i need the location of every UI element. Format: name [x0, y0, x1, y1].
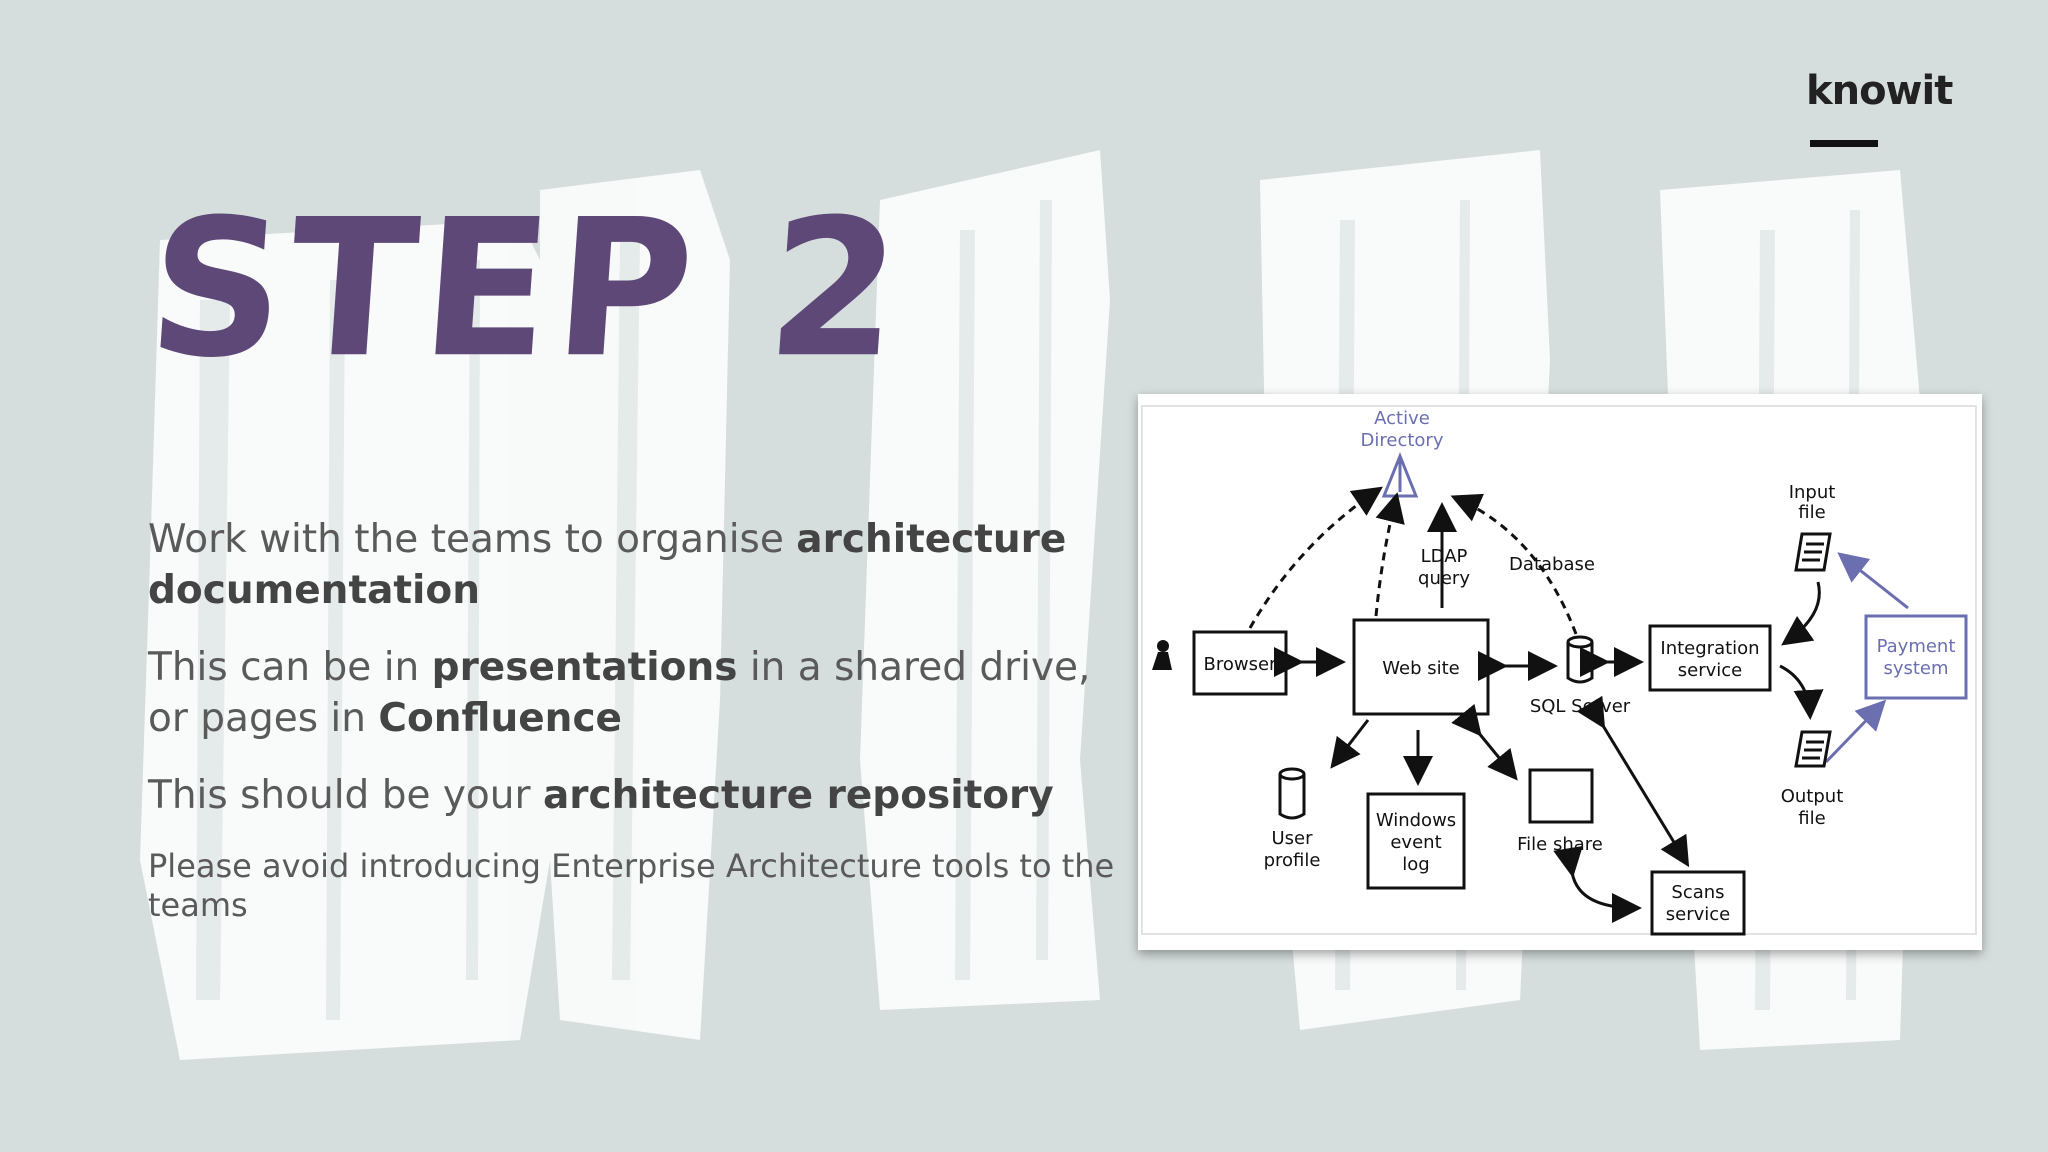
- windows-event-log-label: log: [1402, 854, 1429, 875]
- slide-body: Work with the teams to organise architec…: [148, 514, 1118, 951]
- input-file-label: file: [1798, 502, 1825, 523]
- logo-underline: [1810, 140, 1878, 147]
- integration-service-box: [1648, 624, 1772, 692]
- web-userprofile-arrow: [1330, 719, 1370, 769]
- windows-event-log-label: Windows: [1376, 810, 1456, 831]
- database-label: Database: [1509, 554, 1595, 575]
- architecture-diagram-card: Active Directory LDAP query Database Inp…: [1138, 394, 1982, 950]
- text-run: This can be in: [148, 645, 432, 690]
- paragraph-1: Work with the teams to organise architec…: [148, 514, 1118, 616]
- file-share-box: [1528, 768, 1594, 824]
- ldap-label: LDAP: [1421, 546, 1468, 567]
- dashed-arrow: [1248, 486, 1383, 629]
- scans-service-box: [1650, 870, 1746, 936]
- paragraph-3: This should be your architecture reposit…: [148, 770, 1118, 821]
- browser-label: Browser: [1204, 654, 1278, 675]
- payment-input-arrow: [1837, 552, 1909, 610]
- slide-title: STEP 2: [142, 177, 913, 400]
- user-profile-label: profile: [1264, 850, 1321, 871]
- active-directory-label: Active: [1374, 408, 1430, 429]
- text-run: This should be your: [148, 773, 543, 818]
- windows-event-log-label: event: [1390, 832, 1441, 853]
- windows-event-log-box: [1366, 792, 1466, 890]
- input-file-icon: [1794, 532, 1832, 572]
- text-run: Work with the teams to organise: [148, 517, 797, 562]
- knowit-logo: knowit: [1806, 68, 1953, 114]
- integration-service-label: service: [1678, 660, 1742, 681]
- sql-server-label: SQL Server: [1530, 696, 1631, 717]
- integration-output-arrow: [1779, 664, 1824, 720]
- integration-service-label: Integration: [1660, 638, 1759, 659]
- web-fileshare-arrow: [1451, 703, 1518, 781]
- sql-scans-arrow: [1576, 695, 1690, 868]
- user-head-icon: [1157, 640, 1169, 652]
- paragraph-2: This can be in presentations in a shared…: [148, 642, 1118, 744]
- bold-run: architecture documentation: [148, 517, 1067, 613]
- text-run: in a shared drive, or pages in: [148, 645, 1091, 741]
- payment-system-label: system: [1883, 658, 1948, 679]
- dashed-arrow: [1374, 492, 1405, 617]
- web-site-label: Web site: [1382, 658, 1459, 679]
- file-share-label: File share: [1517, 834, 1603, 855]
- architecture-diagram: Active Directory LDAP query Database Inp…: [1141, 405, 1977, 936]
- payment-system-label: Payment: [1877, 636, 1956, 657]
- output-file-icon: [1794, 730, 1832, 768]
- fileshare-scans-arrow: [1553, 845, 1642, 923]
- output-file-label: Output: [1781, 786, 1844, 807]
- bold-run: presentations: [431, 645, 738, 690]
- output-file-label: file: [1798, 808, 1825, 829]
- user-person-icon: [1152, 652, 1172, 670]
- payment-system-box: [1864, 614, 1968, 700]
- sql-server-icon: [1566, 642, 1594, 684]
- ldap-label: query: [1418, 568, 1470, 589]
- input-file-label: Input: [1789, 482, 1836, 503]
- input-integration-arrow: [1781, 581, 1821, 646]
- sql-server-icon-top: [1566, 635, 1594, 649]
- output-payment-arrow: [1824, 699, 1887, 764]
- scans-service-label: Scans: [1671, 882, 1724, 903]
- bold-run: architecture repository: [542, 773, 1054, 818]
- active-directory-label: Directory: [1361, 430, 1444, 451]
- active-directory-icon: [1381, 451, 1419, 498]
- bold-run: Confluence: [378, 696, 623, 741]
- diagram-inner-frame: [1141, 405, 1977, 935]
- user-profile-icon-top: [1278, 767, 1306, 781]
- note-paragraph: Please avoid introducing Enterprise Arch…: [148, 847, 1115, 924]
- user-profile-icon: [1278, 774, 1306, 820]
- scans-service-label: service: [1666, 904, 1730, 925]
- user-profile-label: User: [1271, 828, 1313, 849]
